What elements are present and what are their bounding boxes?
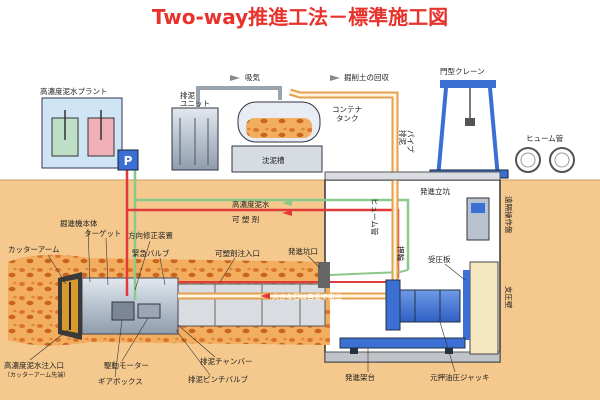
plastic-pipe <box>135 198 410 270</box>
label-inlet: 高濃度泥水注入口 <box>4 360 64 370</box>
label-body: 掘進機本体 <box>60 218 98 228</box>
flow-arrow-plastic <box>282 200 292 206</box>
flow-arrow-mud <box>282 210 292 216</box>
label-support-wall: 支圧壁 <box>504 286 514 309</box>
gantry-crane <box>429 80 509 179</box>
label-push-ring: 押輪 <box>396 246 406 261</box>
drive-motor <box>137 303 161 319</box>
label-inlet-sub: （カッターアーム先端） <box>4 371 69 379</box>
settling-tank <box>231 145 323 173</box>
label-crane: 門型クレーン <box>440 67 485 76</box>
label-plant: 高濃度泥水プラント <box>40 86 108 96</box>
hume-pipe-stock-1 <box>515 147 541 173</box>
label-emergency-valve: 緊急バルブ <box>132 248 170 258</box>
launch-platform <box>339 337 466 349</box>
gear-box <box>111 301 135 321</box>
pressure-plate <box>463 270 470 340</box>
flow-arrow-stones <box>260 293 270 299</box>
thrust-jack <box>399 289 461 323</box>
launch-port <box>318 262 330 288</box>
label-cutter-arm: カッターアーム <box>8 245 60 254</box>
label-container-1: コンテナ <box>332 105 362 114</box>
label-target: ターゲット <box>84 229 122 238</box>
label-mud-water: 高濃度泥水 <box>232 199 270 209</box>
label-recovery: 掘削土の回収 <box>344 72 389 82</box>
label-chamber: 排泥チャンバー <box>200 356 252 366</box>
push-ring <box>385 279 401 331</box>
label-launch-port: 発進坑口 <box>288 246 318 256</box>
label-direction: 方向修正装置 <box>128 230 173 240</box>
support-wall <box>469 261 499 355</box>
label-plastic: 可 塑 剤 <box>232 214 259 224</box>
flow-arrow-recovery <box>330 75 340 81</box>
green-pipe-tunnel <box>329 269 409 276</box>
hume-pipe-tunnel <box>174 283 326 327</box>
flow-arrow-exhaust <box>230 75 240 81</box>
label-unit-2: ユニット <box>180 99 210 108</box>
label-unit-1: 排泥 <box>180 90 195 100</box>
label-jack: 元押油圧ジャッキ <box>430 372 490 382</box>
shaft-floor <box>324 351 501 363</box>
label-plastic-inlet: 可塑剤注入口 <box>215 248 260 258</box>
label-gearbox: ギアボックス <box>98 377 143 386</box>
label-pressure-plate: 受圧板 <box>428 254 451 264</box>
label-tank: 沈泥槽 <box>262 155 285 165</box>
label-hume-v: ヒューム管 <box>370 198 380 236</box>
label-pinch-valve: 排泥ピンチバルブ <box>188 374 248 384</box>
label-platform: 発進架台 <box>345 372 375 382</box>
label-container-2: タンク <box>336 114 359 123</box>
pump-box <box>117 149 139 171</box>
label-pipe-hume: ヒューム管 <box>526 133 564 143</box>
label-discharge-pipe-1: 排泥 <box>398 130 408 145</box>
label-drive-motor: 駆動モーター <box>104 361 149 370</box>
label-remote: 遠隔操作盤 <box>504 196 514 234</box>
air-pipe <box>196 86 282 108</box>
label-stones: 大きな石は自重で搬出 <box>272 292 342 301</box>
label-exhaust: 吸気 <box>245 72 260 82</box>
label-discharge-pipe-2: パイプ <box>406 130 415 153</box>
label-shaft: 発進立坑 <box>420 186 450 196</box>
hume-pipe-stock-2 <box>549 147 575 173</box>
pump-label: P <box>124 154 133 168</box>
page-title: Two-way推進工法－標準施工図 <box>152 5 448 29</box>
